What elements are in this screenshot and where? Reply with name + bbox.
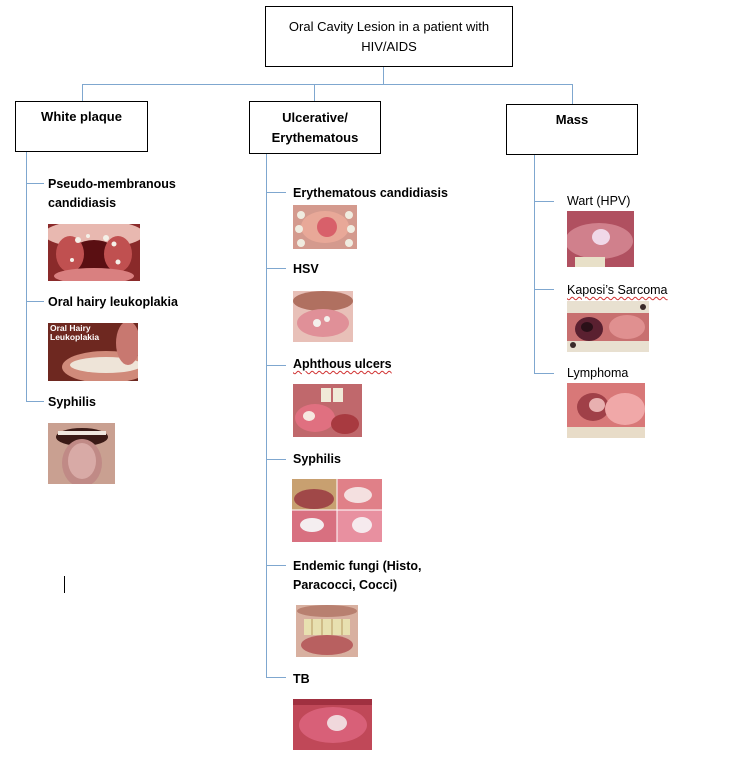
endemic-fungi-label: Endemic fungi (Histo, Paracocci, Cocci): [293, 557, 421, 595]
ohl-image-title-line2: Leukoplakia: [50, 332, 100, 342]
white-plaque-label: White plaque: [41, 109, 122, 124]
root-title-line2: HIV/AIDS: [361, 38, 417, 54]
ulcer-branch-4: [266, 459, 286, 460]
ulcer-branch-1: [266, 192, 286, 193]
oral-hairy-leukoplakia-label: Oral hairy leukoplakia: [48, 295, 178, 309]
ulcer-syphilis-image: [292, 479, 382, 542]
erythematous-candidiasis-label: Erythematous candidiasis: [293, 186, 448, 200]
mass-branch-1: [534, 201, 554, 202]
tb-label: TB: [293, 672, 310, 686]
white-plaque-box: White plaque: [15, 101, 148, 152]
aphthous-ulcers-label: Aphthous ulcers: [293, 357, 392, 371]
endemic-fungi-image: [296, 605, 358, 657]
white-branch-1: [26, 183, 44, 184]
kaposi-sarcoma-image: [567, 301, 649, 352]
white-syphilis-image: [48, 423, 115, 484]
endemic-fungi-line2: Paracocci, Cocci): [293, 578, 398, 592]
mass-drop-line: [572, 84, 573, 104]
endemic-fungi-line1: Endemic fungi (Histo,: [293, 559, 422, 573]
white-drop-line: [82, 84, 83, 101]
mass-box: Mass: [506, 104, 638, 155]
white-branch-2: [26, 301, 44, 302]
text-cursor: [64, 576, 65, 593]
mass-branch-3: [534, 373, 554, 374]
ulcer-trunk-line: [266, 154, 267, 678]
ulcer-syphilis-label: Syphilis: [293, 452, 341, 466]
root-stem-line: [383, 66, 384, 84]
mass-branch-2: [534, 289, 554, 290]
mass-label: Mass: [555, 112, 589, 127]
erythematous-candidiasis-image: [293, 205, 357, 249]
pseudomembranous-line2: candidiasis: [48, 196, 117, 210]
pseudomembranous-candidiasis-image: [48, 224, 140, 281]
ulcer-branch-5: [266, 565, 286, 566]
ulcer-branch-6: [266, 677, 286, 678]
ulcer-branch-2: [266, 268, 286, 269]
hsv-label: HSV: [293, 262, 319, 276]
ohl-image-title-line1: Oral Hairy: [50, 323, 91, 333]
root-title-line1: Oral Cavity Lesion in a patient with: [288, 18, 490, 34]
wart-hpv-label: Wart (HPV): [567, 194, 631, 208]
lymphoma-image: [567, 383, 645, 438]
white-syphilis-label: Syphilis: [48, 395, 96, 409]
ulcerative-label-line1: Ulcerative/: [282, 109, 348, 125]
aphthous-ulcers-image: [293, 384, 362, 437]
oral-hairy-leukoplakia-image: Oral Hairy Leukoplakia: [48, 323, 138, 381]
horizontal-bus-line: [82, 84, 573, 85]
wart-hpv-image: [567, 211, 634, 267]
pseudomembranous-line1: Pseudo-membranous: [48, 177, 176, 191]
mass-trunk-line: [534, 155, 535, 374]
lymphoma-label: Lymphoma: [567, 366, 629, 380]
ulcer-branch-3: [266, 365, 286, 366]
pseudomembranous-label: Pseudo-membranous candidiasis: [48, 175, 176, 213]
white-trunk-line: [26, 152, 27, 402]
white-branch-3: [26, 401, 44, 402]
ulcerative-box: Ulcerative/ Erythematous: [249, 101, 381, 154]
root-box: Oral Cavity Lesion in a patient with HIV…: [265, 6, 513, 67]
ulcerative-label-line2: Erythematous: [271, 129, 359, 145]
hsv-image: [293, 291, 353, 342]
ulcer-drop-line: [314, 84, 315, 101]
tb-image: [293, 699, 372, 750]
kaposi-sarcoma-label: Kaposi’s Sarcoma: [567, 283, 668, 297]
